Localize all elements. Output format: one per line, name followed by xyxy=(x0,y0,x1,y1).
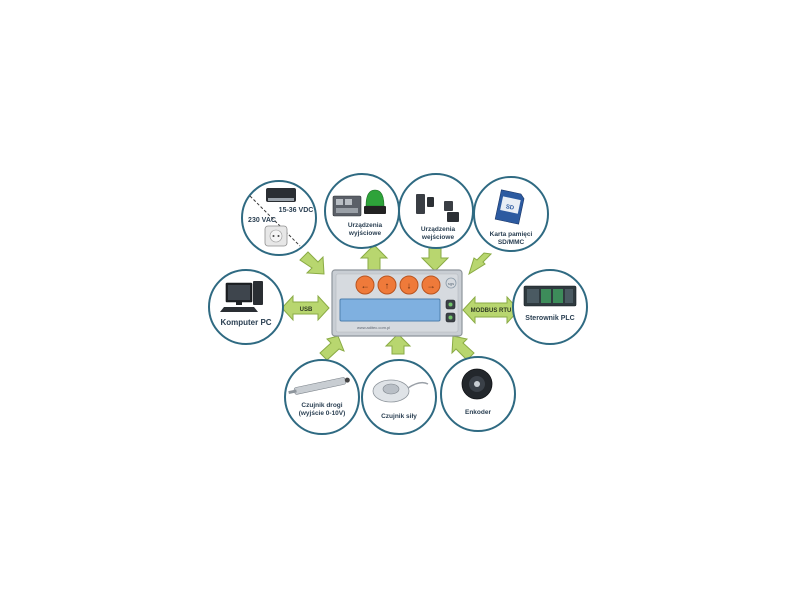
relay-window-2 xyxy=(345,199,352,205)
outputs-label-line1: Urządzenia xyxy=(348,222,383,229)
led-green-top xyxy=(448,302,453,307)
socket-hole-left xyxy=(272,235,275,237)
usb-label: USB xyxy=(300,307,313,313)
signal-beacon-icon xyxy=(365,189,385,207)
inputs-circle xyxy=(398,173,474,249)
power-dc-label: 15-36 VDC xyxy=(279,207,314,214)
force-sensor-label: Czujnik siły xyxy=(381,413,417,420)
beacon-base xyxy=(364,206,386,214)
power-circle xyxy=(241,180,317,256)
reflector-sensor-icon xyxy=(447,212,459,222)
outputs-label-line2: wyjściowe xyxy=(348,230,382,237)
arrow-memory-card-device xyxy=(468,252,493,276)
power-divider xyxy=(249,195,301,247)
device-logo: sgs xyxy=(448,281,454,286)
linear-sensor-rod xyxy=(288,389,297,395)
relay-terminals xyxy=(336,208,358,213)
encoder-shaft xyxy=(474,381,480,387)
node-pc: Komputer PC xyxy=(208,269,284,345)
arrow-up-icon: ↑ xyxy=(385,281,390,291)
distance-sensor-label-line1: Czujnik drogi xyxy=(301,402,342,409)
plc-module-1 xyxy=(527,289,539,303)
socket-hole-right xyxy=(277,235,280,237)
arrow-device-to-outputs xyxy=(359,244,389,271)
plc-circle xyxy=(512,269,588,345)
socket-face xyxy=(269,229,283,243)
button-up[interactable] xyxy=(377,275,397,295)
distance-sensor-label-line2: (wyjście 0-10V) xyxy=(299,410,346,417)
modbus-label: MODBUS RTU xyxy=(471,308,512,314)
arrow-down-icon: ↓ xyxy=(407,281,412,291)
plc-module-2 xyxy=(541,289,551,303)
lcd-display xyxy=(339,298,441,322)
inputs-label-line2: wejściowe xyxy=(421,234,455,241)
node-distance-sensor: Czujnik drogi (wyjście 0-10V) xyxy=(284,359,360,435)
arrow-right-icon: → xyxy=(427,281,436,291)
button-right[interactable] xyxy=(421,275,441,295)
arrow-inputs-to-device xyxy=(420,245,450,272)
sd-card-text: SD xyxy=(505,204,515,212)
node-encoder: Enkoder xyxy=(440,356,516,432)
proximity-sensor-icon xyxy=(427,197,434,207)
linear-sensor-icon xyxy=(288,377,350,395)
arrow-left-icon: ← xyxy=(361,281,370,291)
load-cell-cable xyxy=(407,381,429,389)
dc-terminal-strip xyxy=(268,198,294,201)
node-memory-card: SD Karta pamięci SD/MMC xyxy=(473,176,549,252)
distance-sensor-circle xyxy=(284,359,360,435)
plc-module-3 xyxy=(553,289,563,303)
photo-sensor-icon xyxy=(416,194,425,214)
encoder-label: Enkoder xyxy=(465,409,491,416)
arrow-power-to-device xyxy=(299,251,325,275)
button-down[interactable] xyxy=(399,275,419,295)
device-logo-icon xyxy=(445,277,457,289)
node-force-sensor: Czujnik siły xyxy=(361,359,437,435)
device-buttons: ← ↑ ↓ → xyxy=(355,275,441,295)
controller-device: ← ↑ ↓ → sgs www.aditec.com.pl xyxy=(331,269,463,337)
relay-window-1 xyxy=(336,199,343,205)
small-sensor-icon xyxy=(444,201,453,211)
memory-card-label-line1: Karta pamięci xyxy=(490,231,533,238)
inputs-label-line1: Urządzenia xyxy=(421,226,456,233)
arrow-usb xyxy=(281,294,330,322)
memory-card-label-line2: SD/MMC xyxy=(498,239,525,246)
load-cell-center xyxy=(382,383,400,395)
button-left[interactable] xyxy=(355,275,375,295)
power-ac-label: 230 VAC xyxy=(248,217,276,224)
linear-sensor-connector xyxy=(344,377,350,383)
arrow-force-sensor-to-device xyxy=(384,333,412,355)
plc-module-4 xyxy=(565,289,573,303)
plc-label: Sterownik PLC xyxy=(525,315,574,322)
node-power: 15-36 VDC 230 VAC xyxy=(241,180,317,256)
monitor-stand xyxy=(236,302,242,305)
pc-label: Komputer PC xyxy=(220,318,271,327)
node-outputs: Urządzenia wyjściowe xyxy=(324,173,400,249)
pc-tower-icon xyxy=(253,281,263,305)
arrow-distance-sensor-to-device xyxy=(319,335,345,361)
device-url: www.aditec.com.pl xyxy=(357,325,390,330)
led-green-bottom xyxy=(448,315,453,320)
keyboard-icon xyxy=(220,307,258,312)
sd-card-sticker xyxy=(500,196,521,214)
node-inputs: Urządzenia wejściowe xyxy=(398,173,474,249)
arrows xyxy=(281,244,520,361)
monitor-screen xyxy=(228,285,250,300)
arrow-encoder-to-device xyxy=(451,335,475,361)
node-plc: Sterownik PLC xyxy=(512,269,588,345)
